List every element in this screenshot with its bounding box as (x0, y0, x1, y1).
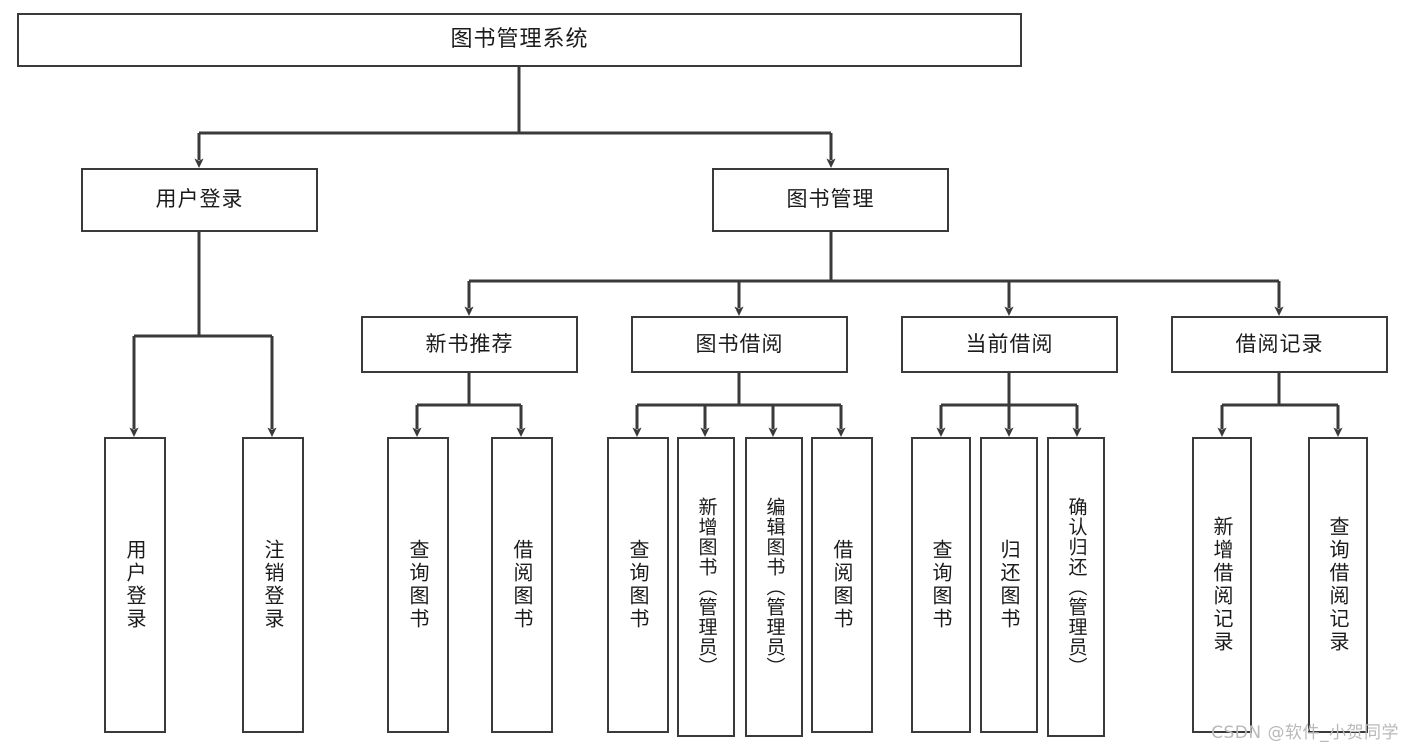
node-label: 用户登录 (123, 539, 147, 631)
node-book-borrow[interactable]: 图书借阅 (631, 316, 848, 373)
node-book-management[interactable]: 图书管理 (712, 168, 949, 232)
leaf-query-borrow-record[interactable]: 查询借阅记录 (1308, 437, 1368, 733)
leaf-borrow-book-borrow[interactable]: 借阅图书 (811, 437, 873, 733)
leaf-add-book-admin[interactable]: 新增图书（管理员） (677, 437, 735, 737)
node-label: 归还图书 (997, 539, 1021, 631)
node-label: 图书借阅 (695, 331, 784, 356)
node-label: 确认归还（管理员） (1065, 497, 1088, 677)
node-user-login[interactable]: 用户登录 (81, 168, 318, 232)
leaf-query-book-borrow[interactable]: 查询图书 (607, 437, 669, 733)
node-label: 当前借阅 (965, 331, 1054, 356)
node-label: 查询图书 (626, 539, 650, 631)
node-label: 查询图书 (929, 539, 953, 631)
leaf-add-borrow-record[interactable]: 新增借阅记录 (1192, 437, 1252, 733)
node-current-borrow[interactable]: 当前借阅 (901, 316, 1118, 373)
watermark-text: CSDN @软件_小贺同学 (1211, 723, 1399, 743)
node-root-system[interactable]: 图书管理系统 (17, 13, 1022, 67)
node-label: 新增借阅记录 (1210, 516, 1234, 654)
node-label: 图书管理 (786, 187, 875, 212)
node-label: 新增图书（管理员） (695, 497, 718, 677)
leaf-borrow-book-recommend[interactable]: 借阅图书 (491, 437, 553, 733)
node-label: 查询图书 (406, 539, 430, 631)
node-label: 借阅记录 (1235, 331, 1324, 356)
node-label: 新书推荐 (425, 331, 514, 356)
node-borrow-record[interactable]: 借阅记录 (1171, 316, 1388, 373)
node-label: 查询借阅记录 (1326, 516, 1350, 654)
node-label: 编辑图书（管理员） (763, 497, 786, 677)
leaf-edit-book-admin[interactable]: 编辑图书（管理员） (745, 437, 803, 737)
leaf-query-book-current[interactable]: 查询图书 (911, 437, 971, 733)
node-label: 注销登录 (261, 539, 285, 631)
node-label: 图书管理系统 (450, 26, 589, 52)
node-label: 用户登录 (155, 187, 244, 212)
leaf-confirm-return-admin[interactable]: 确认归还（管理员） (1047, 437, 1105, 737)
node-label: 借阅图书 (510, 539, 534, 631)
leaf-query-book-recommend[interactable]: 查询图书 (387, 437, 449, 733)
node-new-book-recommend[interactable]: 新书推荐 (361, 316, 578, 373)
leaf-user-login[interactable]: 用户登录 (104, 437, 166, 733)
node-label: 借阅图书 (830, 539, 854, 631)
leaf-logout[interactable]: 注销登录 (242, 437, 304, 733)
leaf-return-book[interactable]: 归还图书 (980, 437, 1038, 733)
